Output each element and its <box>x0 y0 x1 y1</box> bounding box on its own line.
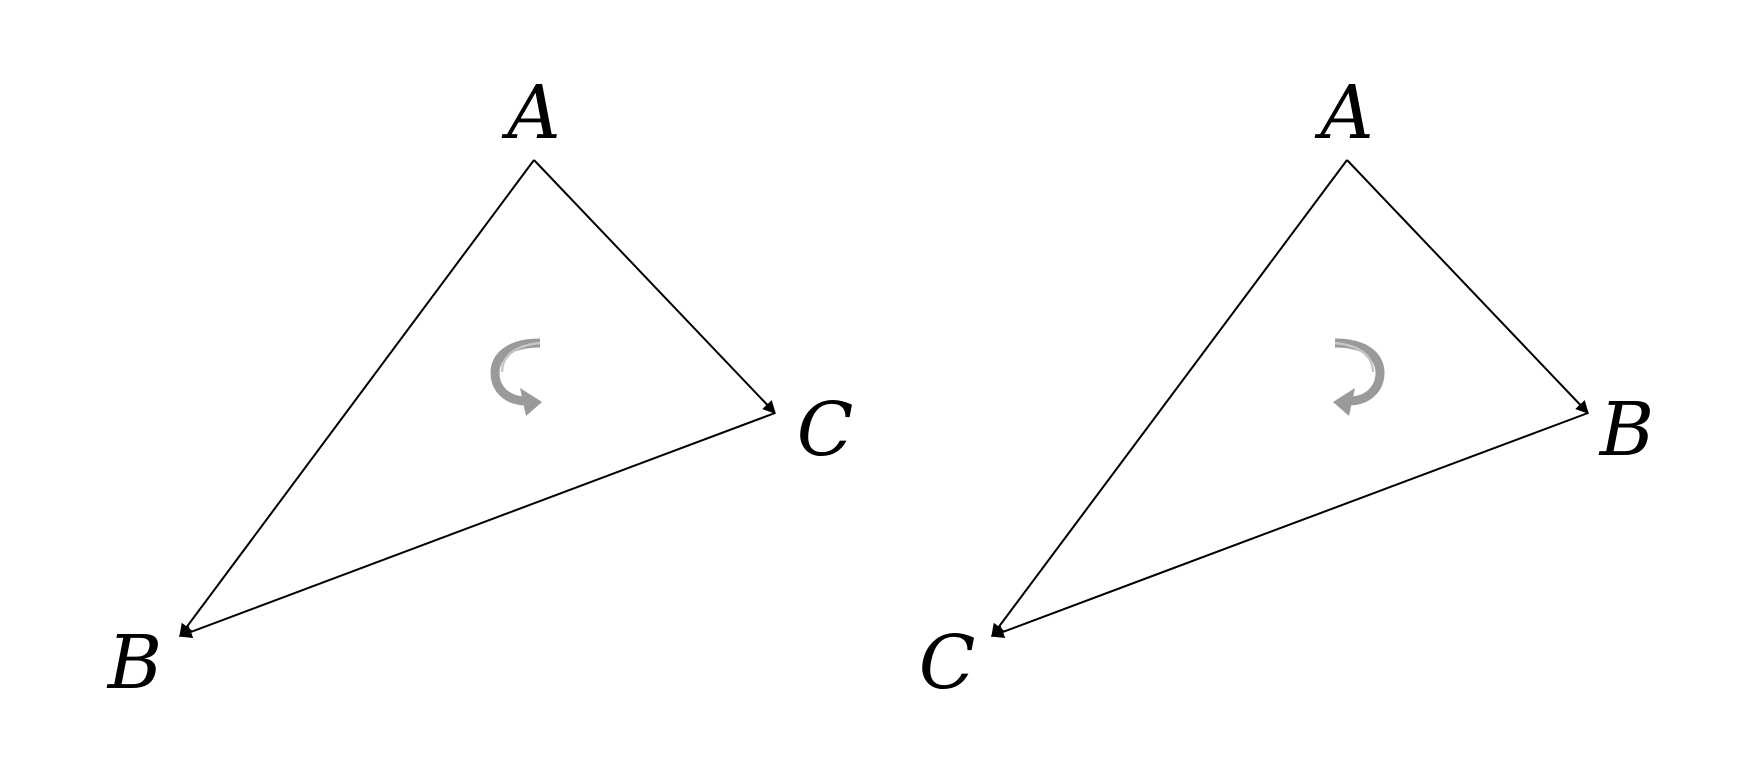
right-edge-a-to-right <box>1346 159 1589 414</box>
left-vertex-label-bottom-left: B <box>106 620 162 706</box>
right-vertex-label-top: A <box>1314 70 1373 156</box>
right-vertex-label-right: B <box>1598 387 1654 473</box>
left-edge-a-to-bottom-left <box>179 159 535 638</box>
left-triangle-diagram: A C B <box>106 70 854 706</box>
right-triangle-diagram: A B C <box>919 70 1655 706</box>
clockwise-rotation-arrow-icon <box>490 338 542 416</box>
right-edge-a-to-bottom-left <box>991 159 1348 638</box>
right-edge-right-to-bottom-left <box>990 412 1589 638</box>
left-vertex-label-right: C <box>797 387 854 473</box>
right-vertex-label-bottom-left: C <box>919 620 976 706</box>
left-vertex-label-top: A <box>501 70 560 156</box>
left-edge-right-to-bottom-left <box>178 412 776 638</box>
counterclockwise-rotation-arrow-icon <box>1333 338 1385 416</box>
left-edge-a-to-right <box>533 159 776 414</box>
